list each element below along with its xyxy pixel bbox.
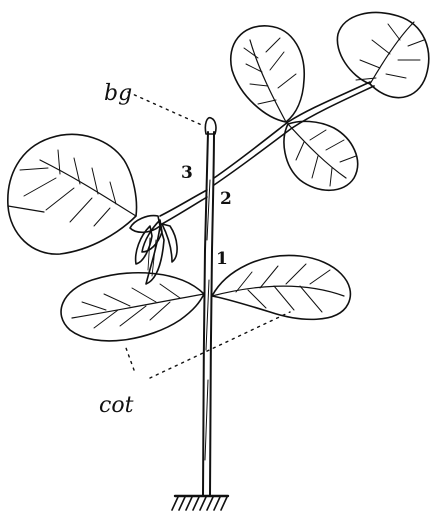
upper-left-leaflet: [231, 26, 304, 122]
lower-middle-leaflet: [284, 121, 358, 190]
right-cotyledon: [212, 255, 350, 319]
upper-right-leaflet: [337, 13, 428, 98]
label-node-2: 2: [220, 189, 232, 209]
ground-hatch: [172, 496, 228, 510]
label-bud: bg: [104, 81, 132, 106]
left-leaf: [8, 134, 137, 254]
label-node-1: 1: [216, 249, 228, 269]
label-node-3: 3: [181, 163, 193, 183]
left-branch: [160, 190, 207, 224]
upper-branch: [214, 82, 374, 185]
label-cotyledons: cot: [99, 393, 134, 418]
main-stem: [203, 132, 214, 496]
left-cotyledon: [61, 273, 204, 341]
